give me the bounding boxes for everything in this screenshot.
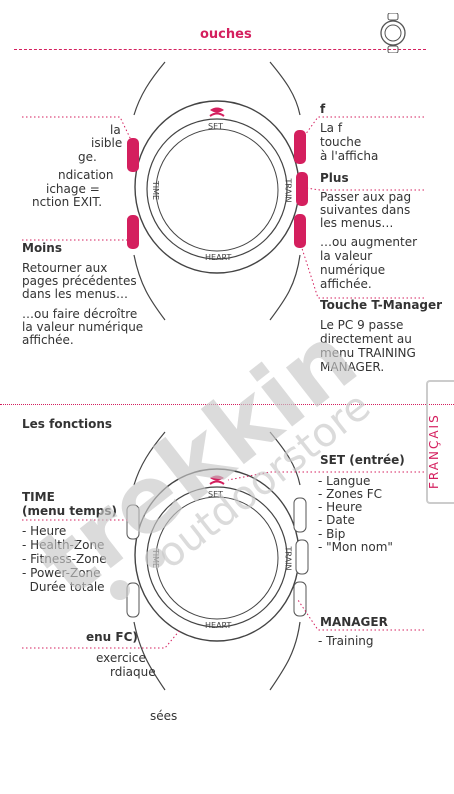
left-text-3: ge.	[78, 150, 97, 164]
heart-title: enu FC)	[86, 630, 138, 644]
language-tab	[426, 380, 454, 504]
plus-line-5: la valeur	[320, 249, 373, 263]
watch-label-time: TIME	[151, 180, 161, 201]
watch-label-set: SET	[208, 490, 224, 499]
watch-label-heart: HEART	[205, 621, 232, 630]
right-f-line-3: à l'afficha	[320, 149, 379, 163]
tmanager-line-3: menu TRAINING	[320, 346, 416, 360]
set-item-4: - Date	[318, 513, 355, 527]
footer-text: sées	[150, 709, 178, 723]
tmanager-line-1: Le PC 9 passe	[320, 318, 404, 332]
plus-line-7: affichée.	[320, 277, 372, 291]
heart-line-2: rdiaque	[110, 665, 156, 679]
time-item-1: - Heure	[22, 524, 67, 538]
manager-title: MANAGER	[320, 615, 388, 629]
right-f-line-1: La f	[320, 121, 343, 135]
set-title: SET (entrée)	[320, 453, 405, 467]
language-tab-label: FRANÇAIS	[427, 413, 441, 489]
tmanager-line-2: directement au	[320, 332, 412, 346]
left-text-6: nction EXIT.	[32, 195, 103, 209]
watch-left-top-button	[127, 138, 139, 172]
watch-label-train: TRAIN	[283, 546, 293, 571]
heart-line-1: exercice	[96, 651, 146, 665]
plus-line-1: Passer aux pag	[320, 190, 412, 204]
left-text-4: ndication	[58, 168, 114, 182]
set-item-6: - "Mon nom"	[318, 540, 393, 554]
section-divider	[0, 404, 454, 405]
set-item-5: - Bip	[318, 527, 346, 541]
moins-title: Moins	[22, 241, 62, 255]
right-f-title: f	[320, 102, 326, 116]
set-item-1: - Langue	[318, 474, 371, 488]
fonctions-title: Les fonctions	[22, 417, 113, 431]
moins-line-1: Retourner aux	[22, 261, 108, 275]
manager-item-1: - Training	[318, 634, 374, 648]
moins-line-3: dans les menus…	[22, 287, 128, 301]
watch-right-top-button	[294, 130, 306, 164]
left-text-2: isible	[91, 136, 123, 150]
time-item-5: Durée totale	[22, 580, 105, 594]
watch-right-middle-button	[296, 172, 308, 206]
watch-label-set: SET	[208, 122, 224, 131]
set-item-3: - Heure	[318, 500, 363, 514]
moins-line-6: affichée.	[22, 333, 74, 347]
watch-right-bottom-button	[294, 214, 306, 248]
left-text-1: la	[110, 123, 121, 137]
brand-logo	[210, 107, 224, 113]
header-divider	[14, 49, 426, 50]
tmanager-title: Touche T-Manager	[320, 298, 443, 312]
moins-line-5: la valeur numérique	[22, 320, 144, 334]
watch-label-time: TIME	[151, 548, 161, 569]
plus-line-3: les menus…	[320, 216, 394, 230]
plus-line-2: suivantes dans	[320, 203, 411, 217]
time-title-1: TIME	[22, 490, 55, 504]
tmanager-line-4: MANAGER.	[320, 360, 385, 374]
moins-line-4: …ou faire décroître	[22, 307, 138, 321]
plus-line-6: numérique	[320, 263, 386, 277]
time-item-4: - Power-Zone	[22, 566, 101, 580]
time-title-2: (menu temps)	[22, 504, 117, 518]
plus-line-4: …ou augmenter	[320, 235, 418, 249]
right-f-line-2: touche	[320, 135, 362, 149]
plus-title: Plus	[320, 171, 349, 185]
set-item-2: - Zones FC	[318, 487, 383, 501]
left-text-5: ichage =	[46, 182, 100, 196]
time-item-2: - Health-Zone	[22, 538, 105, 552]
page-title: ouches	[200, 27, 252, 42]
watch-left-bottom-button	[127, 215, 139, 249]
time-item-3: - Fitness-Zone	[22, 552, 107, 566]
watch-thumbnail-icon	[379, 12, 407, 54]
moins-line-2: pages précédentes	[22, 274, 137, 288]
watch-label-train: TRAIN	[283, 178, 293, 203]
watch-label-heart: HEART	[205, 253, 232, 262]
